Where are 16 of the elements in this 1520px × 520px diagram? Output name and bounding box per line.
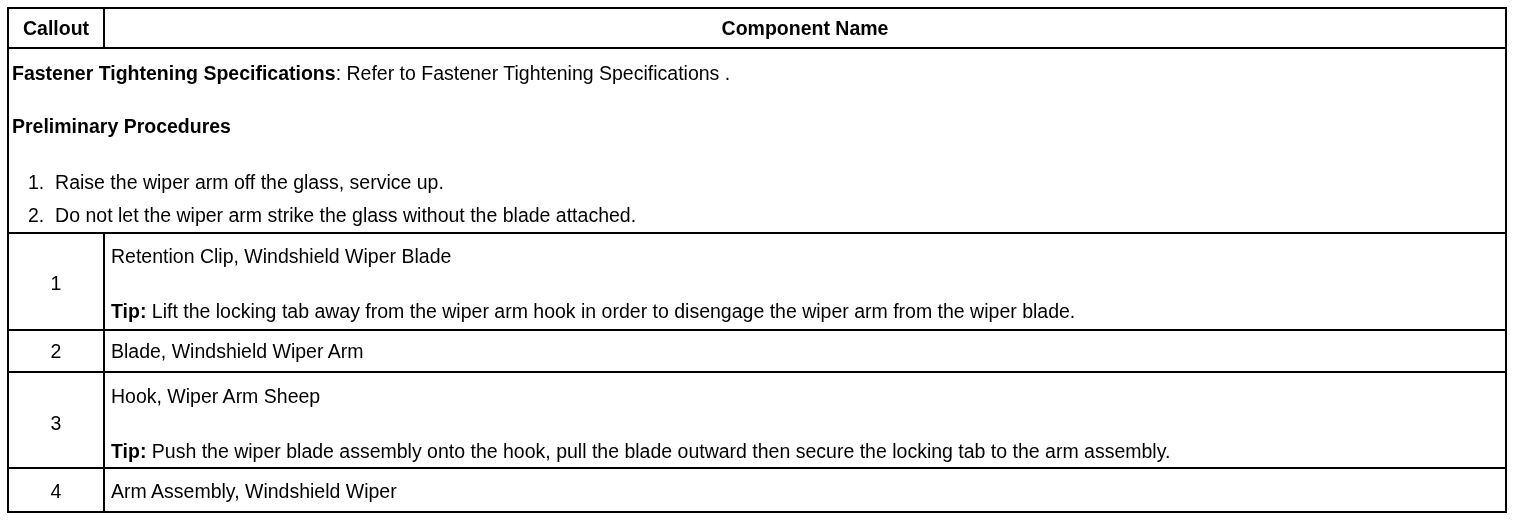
list-item: 1. Raise the wiper arm off the glass, service up. <box>28 170 444 194</box>
note-text: Fastener Tightening Specifications: Refer to Fastener Tightening Specifications . <box>12 61 731 85</box>
callout-number: 3 <box>49 411 63 435</box>
tip-text: Tip: Lift the locking tab away from the wiper arm hook in order to disengage the wiper arm from the wiper blade. <box>111 299 1076 323</box>
section-heading: Preliminary Procedures <box>12 114 231 138</box>
column-header: Callout <box>21 16 91 40</box>
component-name: Retention Clip, Windshield Wiper Blade <box>111 244 452 268</box>
tip-text: Tip: Push the wiper blade assembly onto the hook, pull the blade outward then secure the locking tab to the arm assembly. <box>111 439 1171 463</box>
callout-number: 1 <box>49 271 63 295</box>
column-header: Component Name <box>720 16 890 40</box>
component-name: Blade, Windshield Wiper Arm <box>111 339 364 363</box>
component-name: Arm Assembly, Windshield Wiper <box>111 479 397 503</box>
list-item: 2. Do not let the wiper arm strike the glass without the blade attached. <box>28 203 637 227</box>
component-name: Hook, Wiper Arm Sheep <box>111 384 321 408</box>
callout-number: 2 <box>49 339 63 363</box>
callout-number: 4 <box>49 479 63 503</box>
